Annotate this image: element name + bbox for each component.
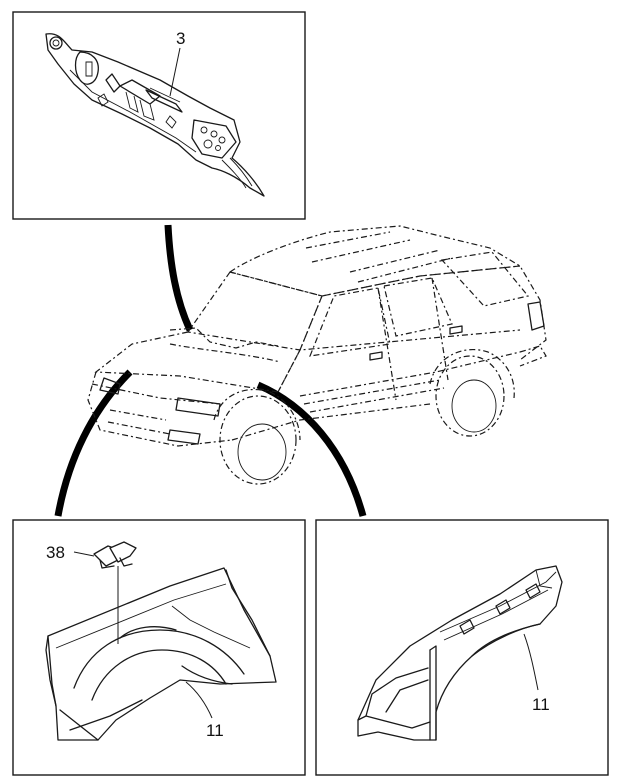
pointer-arcs [54, 224, 367, 517]
leader-part-11-right [523, 633, 539, 691]
pointer-arc-left [54, 369, 133, 517]
callout-part-11-right: 11 [532, 695, 550, 714]
dash-panel-illustration [45, 33, 265, 197]
pointer-arc-top [164, 224, 194, 332]
clip-part-38 [93, 541, 137, 569]
detail-frame-dash-panel: 3 [12, 11, 306, 220]
leader-part-3 [169, 47, 181, 97]
leader-part-38 [73, 551, 95, 557]
callout-part-11-left: 11 [206, 721, 224, 740]
pointer-arc-right [256, 381, 367, 517]
left-liner-illustration [45, 567, 277, 741]
callout-part-3: 3 [176, 29, 185, 48]
callout-part-38: 38 [46, 543, 65, 562]
leader-part-11-left [185, 681, 213, 719]
detail-frame-left-liner: 38 11 [12, 519, 306, 776]
detail-frame-right-liner: 11 [315, 519, 609, 776]
vehicle-outline [87, 225, 547, 485]
right-liner-illustration [357, 565, 563, 741]
